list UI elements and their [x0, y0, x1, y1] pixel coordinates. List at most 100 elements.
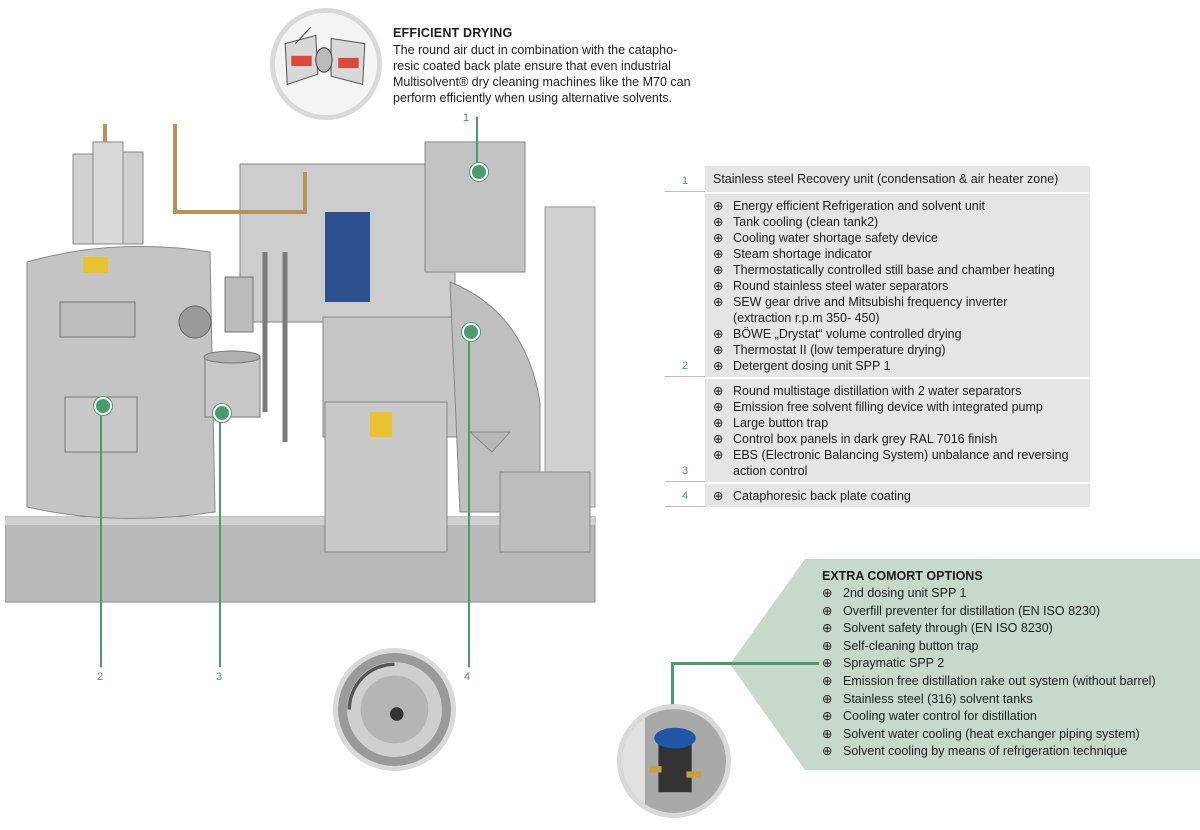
feature-number: 1: [665, 166, 705, 192]
extra-option-text: Solvent safety through (EN ISO 8230): [843, 621, 1053, 636]
plus-circle-icon: ⊕: [713, 384, 724, 398]
plus-circle-icon: ⊕: [822, 656, 833, 671]
plus-circle-icon: ⊕: [822, 673, 833, 688]
callout-number-4: 4: [464, 671, 471, 683]
feature-item: ⊕Detergent dosing unit SPP 1: [713, 358, 1082, 374]
feature-item: ⊕Round stainless steel water separators: [713, 278, 1082, 294]
extra-option-item: ⊕ Spraymatic SPP 2: [822, 655, 1192, 673]
drying-description: The round air duct in combination with t…: [393, 43, 691, 105]
button-trap-inset-image: [333, 648, 456, 771]
spraymatic-inset-image: [617, 704, 731, 818]
callout-number-1: 1: [463, 112, 470, 124]
callout-marker-2[interactable]: [94, 397, 112, 415]
extra-option-text: Spraymatic SPP 2: [843, 656, 945, 671]
plus-circle-icon: ⊕: [822, 586, 833, 600]
features-table: 1 Stainless steel Recovery unit (condens…: [665, 166, 1090, 509]
options-connector-horizontal: [671, 662, 819, 665]
callout-number-2: 2: [97, 671, 104, 683]
feature-item-text: Round multistage distillation with 2 wat…: [733, 384, 1022, 398]
feature-row-4: 4 ⊕ Cataphoresic back plate coating: [665, 484, 1090, 509]
feature-item: ⊕ SEW gear drive and Mitsubishi frequency…: [713, 294, 1082, 326]
extra-option-text: 2nd dosing unit SPP 1: [843, 586, 967, 600]
extra-option-text: Stainless steel (316) solvent tanks: [843, 691, 1033, 706]
feature-item: ⊕ Thermostat II (low temperature drying): [713, 342, 1082, 358]
plus-circle-icon: ⊕: [713, 432, 724, 446]
plus-circle-icon: ⊕: [713, 247, 724, 261]
plus-circle-icon: ⊕: [713, 263, 724, 277]
options-connector-vertical: [671, 662, 674, 714]
feature-row-3: 3 ⊕ Round multistage distillation with 2 …: [665, 379, 1090, 484]
extra-option-text: Emission free distillation rake out syst…: [843, 673, 1156, 688]
extra-option-item: ⊕ Stainless steel (316) solvent tanks: [822, 691, 1192, 709]
feature-item: ⊕ Control box panels in dark grey RAL 701…: [713, 431, 1082, 447]
plus-circle-icon: ⊕: [822, 621, 833, 636]
callout-number-3: 3: [216, 671, 223, 683]
drying-title: EFFICIENT DRYING: [393, 26, 513, 40]
feature-item-text: Cooling water shortage safety device: [733, 231, 938, 245]
extra-options-list: ⊕ 2nd dosing unit SPP 1 ⊕ Overfill prevente…: [822, 585, 1192, 761]
plus-circle-icon: ⊕: [713, 199, 724, 213]
callout-line-1: [476, 117, 478, 167]
extra-option-text: Cooling water control for distillation: [843, 709, 1037, 724]
plus-circle-icon: ⊕: [713, 416, 724, 430]
feature-item-text: Thermostatically controlled still base a…: [733, 263, 1055, 277]
plus-circle-icon: ⊕: [822, 603, 833, 618]
plus-circle-icon: ⊕: [713, 489, 724, 503]
plus-circle-icon: ⊕: [822, 709, 833, 724]
plus-circle-icon: ⊕: [822, 638, 833, 653]
feature-number: 2: [665, 194, 705, 377]
feature-heading: Stainless steel Recovery unit (condensat…: [713, 172, 1059, 186]
callout-line-4: [468, 336, 470, 667]
extra-option-item: ⊕ Emission free distillation rake out sys…: [822, 673, 1192, 691]
feature-row-1: 1 Stainless steel Recovery unit (condens…: [665, 166, 1090, 194]
callout-marker-1[interactable]: [470, 163, 488, 181]
feature-item-text: EBS (Electronic Balancing System) unbala…: [733, 448, 1069, 478]
feature-item: ⊕ Thermostatically controlled still base …: [713, 262, 1082, 278]
extra-option-text: Solvent water cooling (heat exchanger pi…: [843, 726, 1140, 741]
plus-circle-icon: ⊕: [822, 726, 833, 741]
extra-option-item: ⊕ Solvent cooling by means of refrigerati…: [822, 743, 1192, 761]
extra-option-item: ⊕Self-cleaning button trap: [822, 638, 1192, 656]
plus-circle-icon: ⊕: [822, 744, 833, 759]
feature-item: ⊕ Cataphoresic back plate coating: [713, 488, 1082, 504]
callout-line-2: [100, 410, 102, 667]
plus-circle-icon: ⊕: [713, 215, 724, 229]
feature-item: ⊕ BÖWE „Drystat“ volume controlled drying: [713, 326, 1082, 342]
extra-options-title: EXTRA COMORT OPTIONS: [822, 569, 983, 583]
feature-item-text: Detergent dosing unit SPP 1: [733, 359, 891, 373]
feature-number: 3: [665, 379, 705, 482]
feature-row-2: 2 ⊕Energy efficient Refrigeration and so…: [665, 194, 1090, 379]
feature-item-text: Cataphoresic back plate coating: [733, 489, 911, 503]
callout-marker-3[interactable]: [213, 404, 231, 422]
extra-option-text: Overfill preventer for distillation (EN …: [843, 603, 1101, 618]
plus-circle-icon: ⊕: [713, 327, 724, 341]
plus-circle-icon: ⊕: [713, 400, 724, 414]
feature-item-text: Large button trap: [733, 416, 829, 430]
air-duct-inset-image: [270, 8, 382, 120]
extra-option-text: Solvent cooling by means of refrigeratio…: [843, 744, 1128, 759]
feature-item-text: Thermostat II (low temperature drying): [733, 343, 946, 357]
feature-item-text: Control box panels in dark grey RAL 7016…: [733, 432, 998, 446]
extra-option-item: ⊕ Cooling water control for distillation: [822, 708, 1192, 726]
extra-option-item: ⊕ 2nd dosing unit SPP 1: [822, 585, 1192, 603]
feature-item: ⊕ Cooling water shortage safety device: [713, 230, 1082, 246]
feature-item: ⊕EBS (Electronic Balancing System) unbal…: [713, 447, 1082, 479]
callout-marker-4[interactable]: [462, 323, 480, 341]
feature-item: ⊕ Round multistage distillation with 2 wa…: [713, 383, 1082, 399]
extra-options-panel: [730, 559, 1200, 770]
feature-item-text: SEW gear drive and Mitsubishi frequency …: [733, 295, 1008, 325]
plus-circle-icon: ⊕: [713, 343, 724, 357]
plus-circle-icon: ⊕: [713, 231, 724, 245]
plus-circle-icon: ⊕: [713, 295, 724, 309]
extra-option-item: ⊕ Overfill preventer for distillation (EN…: [822, 603, 1192, 621]
feature-item: ⊕ Emission free solvent filling device wi…: [713, 399, 1082, 415]
feature-item-text: Emission free solvent filling device wit…: [733, 400, 1043, 414]
feature-item: ⊕ Large button trap: [713, 415, 1082, 431]
plus-circle-icon: ⊕: [822, 691, 833, 706]
feature-item: ⊕Energy efficient Refrigeration and solv…: [713, 198, 1082, 214]
feature-item-text: Tank cooling (clean tank2): [733, 215, 879, 229]
callout-line-3: [219, 418, 221, 667]
feature-item-text: BÖWE „Drystat“ volume controlled drying: [733, 327, 962, 341]
feature-number: 4: [665, 484, 705, 507]
feature-item-text: Round stainless steel water separators: [733, 279, 949, 293]
